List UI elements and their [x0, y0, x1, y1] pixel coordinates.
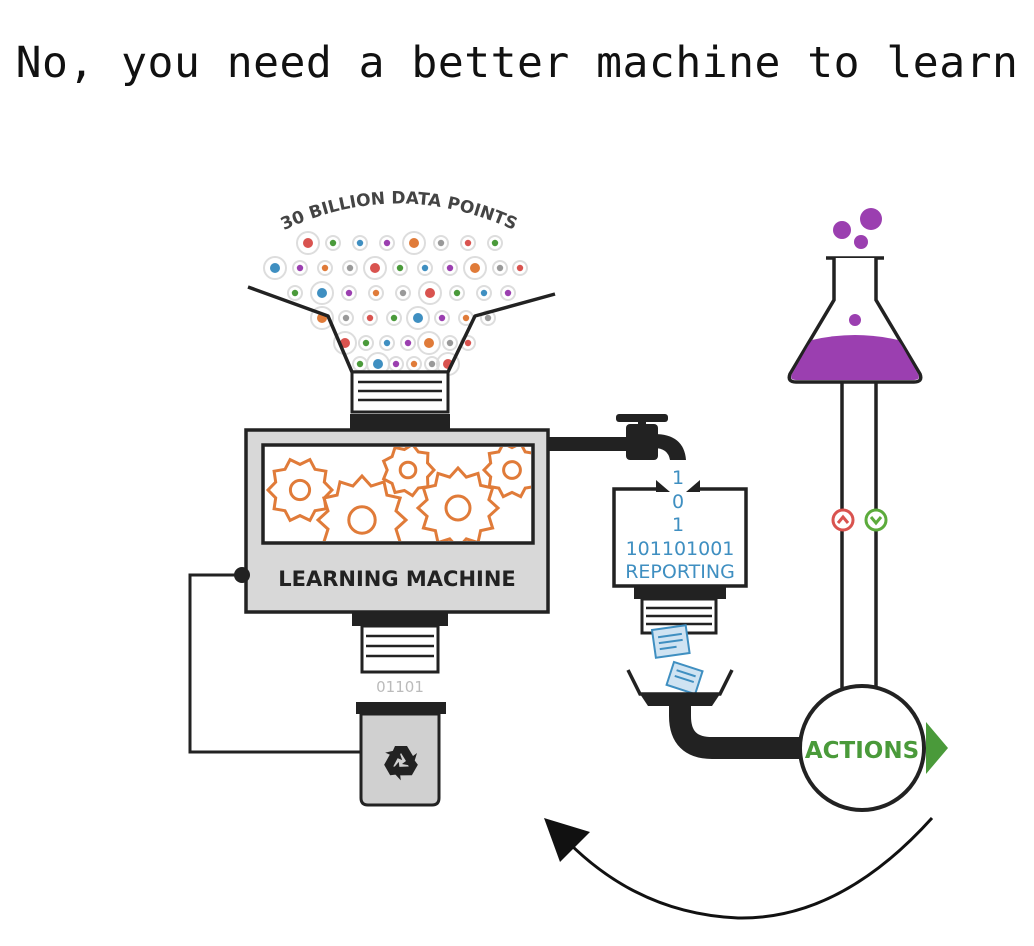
return-arrowhead — [544, 818, 590, 862]
binary-line-3: 1 — [672, 514, 684, 536]
machine-label: LEARNING MACHINE — [278, 567, 516, 591]
data-points-label: 30 BILLION DATA POINTS — [278, 188, 520, 234]
flask-rails — [840, 382, 878, 690]
return-arrow — [566, 816, 934, 920]
up-arrow-icon — [831, 508, 855, 532]
funnel-neck — [350, 370, 450, 430]
down-arrow-icon — [864, 508, 888, 532]
binary-line-1: 1 — [672, 467, 684, 489]
data-points-cloud — [263, 231, 528, 376]
learning-machine: LEARNING MACHINE — [244, 428, 550, 614]
faucet-icon — [548, 414, 686, 460]
actions-label: ACTIONS — [805, 738, 919, 764]
flask-icon — [787, 208, 923, 384]
headline: No, you need a better machine to learn — [15, 38, 1019, 88]
gears-window — [265, 447, 531, 541]
reporting-box: 1 0 1 101101001 REPORTING — [612, 467, 748, 588]
document-icon — [650, 624, 704, 696]
feedback-joint — [234, 567, 250, 583]
faded-bits: 01101 — [376, 678, 424, 696]
binary-line-2: 0 — [672, 491, 684, 513]
reporting-label: REPORTING — [625, 561, 735, 583]
binary-line-4: 101101001 — [626, 538, 735, 560]
actions-node: ACTIONS — [798, 684, 948, 812]
recycle-bin — [356, 702, 446, 807]
actions-pipe — [669, 704, 806, 759]
recycle-icon — [384, 746, 418, 781]
machine-output-neck: 01101 — [352, 612, 448, 696]
feedback-line — [188, 573, 360, 754]
